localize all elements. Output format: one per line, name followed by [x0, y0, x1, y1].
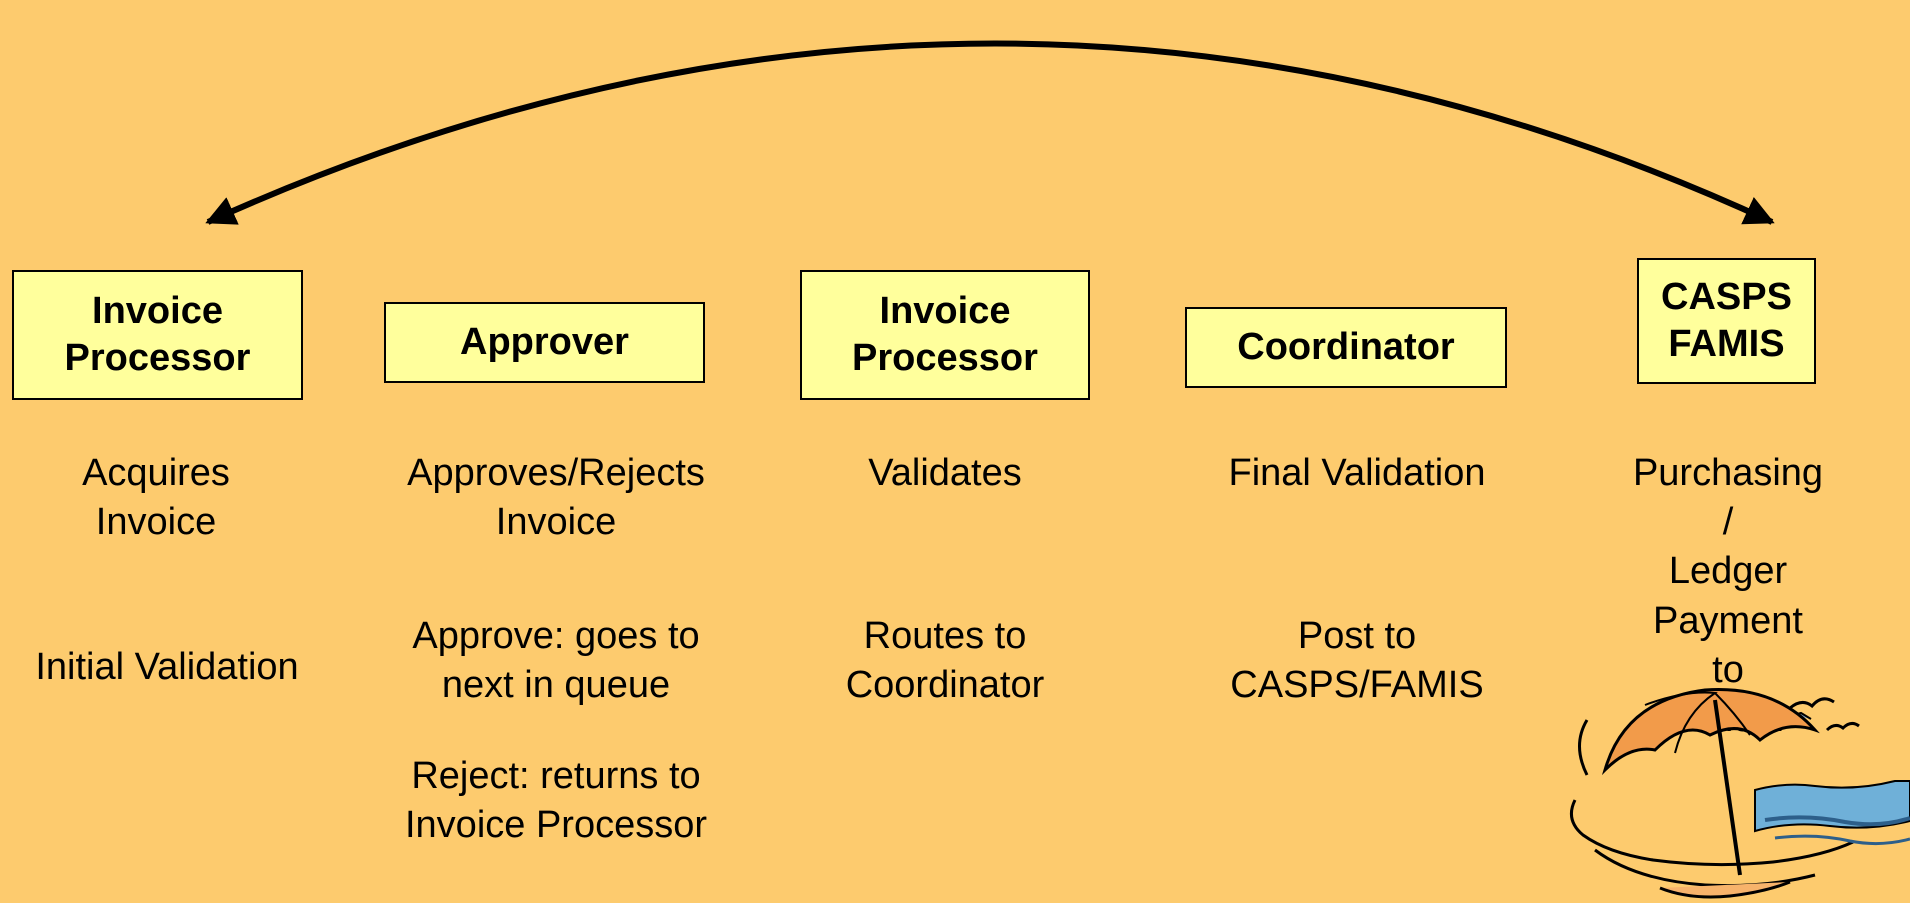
role-label: CASPS FAMIS — [1661, 276, 1792, 365]
role-box-casps-famis: CASPS FAMIS — [1637, 258, 1816, 384]
role-box-invoice-processor-1: Invoice Processor — [12, 270, 303, 400]
step-validates: Validates — [868, 452, 1022, 494]
arc-arrow-path — [205, 40, 1775, 225]
step-acquires-invoice: Acquires Invoice — [82, 452, 230, 543]
step-final-validation: Final Validation — [1228, 452, 1486, 494]
role-label: Approver — [460, 321, 629, 363]
step-routes-to-coordinator: Routes to Coordinator — [845, 615, 1045, 706]
role-box-approver: Approver — [384, 302, 705, 383]
step-approves-rejects: Approves/Rejects Invoice — [407, 452, 705, 543]
role-box-invoice-processor-2: Invoice Processor — [800, 270, 1090, 400]
role-box-coordinator: Coordinator — [1185, 307, 1507, 388]
step-initial-validation: Initial Validation — [35, 646, 299, 688]
role-label: Coordinator — [1237, 326, 1455, 368]
beach-umbrella-icon — [1569, 688, 1910, 899]
step-approve-next: Approve: goes to next in queue — [412, 615, 700, 706]
step-reject-returns: Reject: returns to Invoice Processor — [404, 755, 708, 846]
step-post-to-casps: Post to CASPS/FAMIS — [1230, 615, 1484, 706]
step-purchasing-ledger: Purchasing / Ledger — [1632, 452, 1824, 592]
role-label: Invoice Processor — [64, 290, 251, 379]
role-label: Invoice Processor — [852, 290, 1038, 379]
